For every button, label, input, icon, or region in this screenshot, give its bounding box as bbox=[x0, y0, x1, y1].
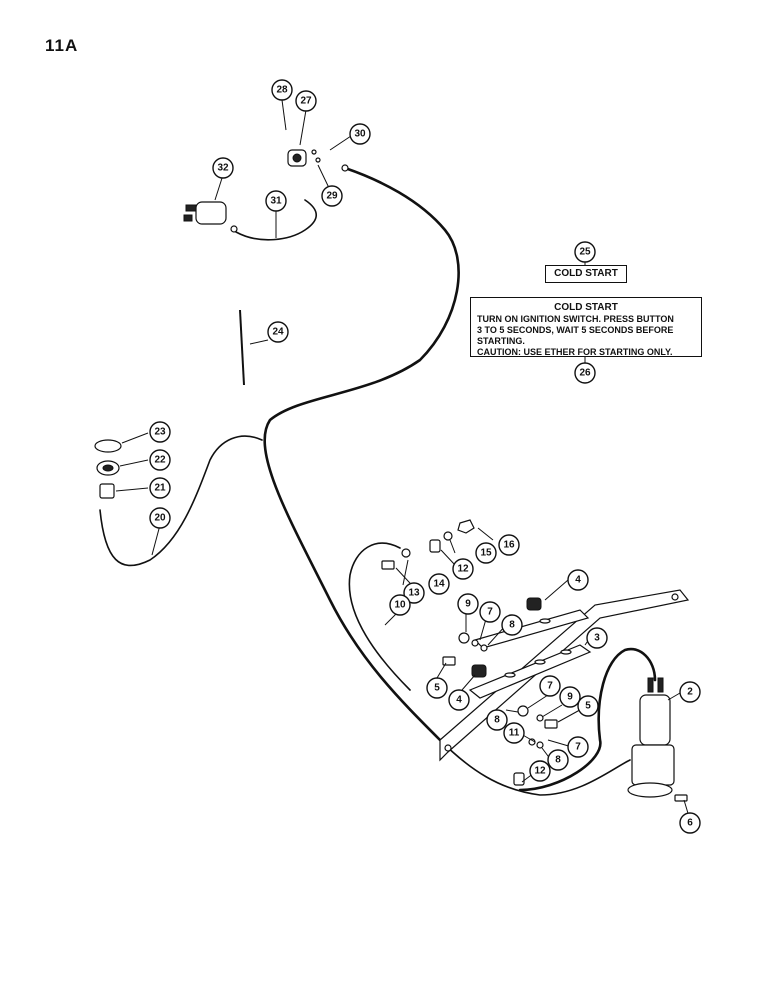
svg-text:28: 28 bbox=[276, 85, 288, 96]
svg-text:26: 26 bbox=[579, 368, 591, 379]
svg-text:7: 7 bbox=[487, 607, 493, 618]
svg-text:4: 4 bbox=[575, 575, 581, 586]
svg-text:5: 5 bbox=[585, 701, 591, 712]
callout-11: 11 bbox=[503, 722, 525, 744]
harness-loop bbox=[348, 542, 411, 691]
callout-20: 20 bbox=[149, 507, 171, 529]
svg-text:8: 8 bbox=[555, 755, 561, 766]
cable-tie bbox=[239, 309, 245, 386]
bracket-wire bbox=[439, 739, 631, 796]
push-button-switch bbox=[287, 149, 349, 172]
callout-15: 15 bbox=[475, 542, 497, 564]
svg-text:29: 29 bbox=[326, 191, 338, 202]
svg-text:22: 22 bbox=[154, 455, 166, 466]
callout-8-top: 8 bbox=[501, 614, 523, 636]
callout-4-top: 4 bbox=[567, 569, 589, 591]
ignition-wire bbox=[235, 199, 318, 241]
callout-22: 22 bbox=[149, 449, 171, 471]
callout-14: 14 bbox=[428, 573, 450, 595]
callout-13: 13 bbox=[403, 582, 425, 604]
callout-6: 6 bbox=[679, 812, 701, 834]
callout-7-mid: 7 bbox=[539, 675, 561, 697]
svg-text:14: 14 bbox=[433, 579, 445, 590]
callout-26: 26 bbox=[574, 362, 596, 384]
callout-8-mid: 8 bbox=[486, 709, 508, 731]
callout-7-top: 7 bbox=[479, 601, 501, 623]
decal-title: COLD START bbox=[554, 302, 618, 313]
start-solenoid bbox=[627, 677, 688, 802]
svg-text:4: 4 bbox=[456, 695, 462, 706]
svg-text:3: 3 bbox=[594, 633, 600, 644]
callout-9-top: 9 bbox=[457, 593, 479, 615]
cold-start-instruction-decal: COLD START TURN ON IGNITION SWITCH. PRES… bbox=[470, 297, 702, 357]
callout-9-mid: 9 bbox=[559, 686, 581, 708]
callout-5-left: 5 bbox=[426, 677, 448, 699]
svg-text:16: 16 bbox=[503, 540, 515, 551]
callout-27: 27 bbox=[295, 90, 317, 112]
callout-28: 28 bbox=[271, 79, 293, 101]
callout-24: 24 bbox=[267, 321, 289, 343]
cold-start-decal-small: COLD START bbox=[545, 265, 627, 283]
svg-text:10: 10 bbox=[394, 600, 406, 611]
callout-5-right: 5 bbox=[577, 695, 599, 717]
main-wire-harness bbox=[263, 166, 460, 742]
solenoid-wire bbox=[518, 647, 657, 792]
svg-text:23: 23 bbox=[154, 427, 166, 438]
primer-line bbox=[99, 435, 263, 567]
callout-25: 25 bbox=[574, 241, 596, 263]
callout-23: 23 bbox=[149, 421, 171, 443]
svg-text:31: 31 bbox=[270, 196, 282, 207]
svg-text:24: 24 bbox=[272, 327, 284, 338]
callout-10: 10 bbox=[389, 594, 411, 616]
svg-text:32: 32 bbox=[217, 163, 229, 174]
svg-text:20: 20 bbox=[154, 513, 166, 524]
clamp-upper bbox=[526, 597, 542, 611]
svg-text:13: 13 bbox=[408, 588, 420, 599]
callout-16: 16 bbox=[498, 534, 520, 556]
svg-text:8: 8 bbox=[494, 715, 500, 726]
callout-7-bottom: 7 bbox=[567, 736, 589, 758]
svg-text:21: 21 bbox=[154, 483, 166, 494]
svg-text:30: 30 bbox=[354, 129, 366, 140]
svg-text:9: 9 bbox=[567, 692, 573, 703]
svg-text:6: 6 bbox=[687, 818, 693, 829]
page-title: 11A bbox=[45, 36, 79, 55]
primer-fitting bbox=[94, 439, 122, 499]
mounting-bracket bbox=[439, 589, 690, 762]
callout-29: 29 bbox=[321, 185, 343, 207]
callout-12-bottom: 12 bbox=[529, 760, 551, 782]
svg-text:12: 12 bbox=[534, 766, 546, 777]
callout-8-bottom: 8 bbox=[547, 749, 569, 771]
callout-21: 21 bbox=[149, 477, 171, 499]
callout-4-bottom: 4 bbox=[448, 689, 470, 711]
svg-text:25: 25 bbox=[579, 247, 591, 258]
svg-text:15: 15 bbox=[480, 548, 492, 559]
clamp-lower bbox=[471, 664, 487, 678]
callout-3: 3 bbox=[586, 627, 608, 649]
callout-31: 31 bbox=[265, 190, 287, 212]
callout-32: 32 bbox=[212, 157, 234, 179]
ignition-switch bbox=[183, 201, 238, 233]
callout-2: 2 bbox=[679, 681, 701, 703]
callout-12-top: 12 bbox=[452, 558, 474, 580]
svg-text:2: 2 bbox=[687, 687, 693, 698]
svg-text:27: 27 bbox=[300, 96, 312, 107]
svg-text:5: 5 bbox=[434, 683, 440, 694]
svg-text:11: 11 bbox=[509, 728, 520, 739]
callout-30: 30 bbox=[349, 123, 371, 145]
svg-text:9: 9 bbox=[465, 599, 471, 610]
svg-text:7: 7 bbox=[547, 681, 553, 692]
svg-text:12: 12 bbox=[457, 564, 469, 575]
svg-text:8: 8 bbox=[509, 620, 515, 631]
decal-body: TURN ON IGNITION SWITCH. PRESS BUTTON 3 … bbox=[477, 314, 674, 357]
svg-text:7: 7 bbox=[575, 742, 581, 753]
